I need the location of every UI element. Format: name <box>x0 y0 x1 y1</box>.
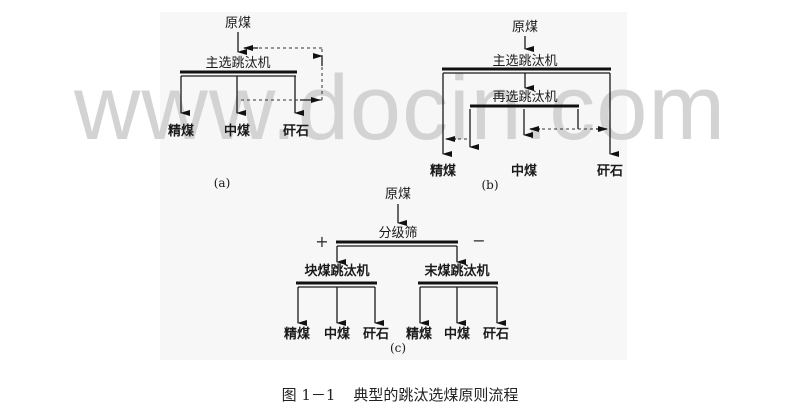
b-input-label: 原煤 <box>512 20 538 35</box>
c-input-label: 原煤 <box>385 187 411 202</box>
c-left-output-refuse: 矸石 <box>363 327 389 342</box>
c-plus-sign: + <box>315 232 328 251</box>
c-left-output-clean: 精煤 <box>284 326 310 342</box>
a-machine-label: 主选跳汰机 <box>205 56 270 71</box>
c-minus-sign: − <box>472 231 485 250</box>
c-left-output-middling: 中煤 <box>324 326 350 342</box>
a-output-clean: 精煤 <box>168 123 194 139</box>
b-secondary-machine-label: 再选跳汰机 <box>492 90 557 105</box>
c-right-output-refuse: 矸石 <box>483 327 509 342</box>
c-screen-label: 分级筛 <box>378 226 417 241</box>
b-sublabel: (b) <box>481 178 498 192</box>
c-right-output-middling: 中煤 <box>444 326 470 342</box>
c-left-machine-label: 块煤跳汰机 <box>304 263 369 279</box>
diagram-c: 原煤 分级筛 + − 块煤跳汰机 末煤跳汰机 精煤 中煤 矸石 精煤 中煤 矸石… <box>284 187 509 355</box>
c-right-machine-label: 末煤跳汰机 <box>423 263 489 279</box>
c-right-output-clean: 精煤 <box>406 326 432 342</box>
figure-caption: 图 1－1 典型的跳汰选煤原则流程 <box>0 384 800 405</box>
b-output-middling: 中煤 <box>511 163 537 179</box>
a-output-refuse: 矸石 <box>283 124 309 139</box>
caption-title: 典型的跳汰选煤原则流程 <box>353 386 519 404</box>
caption-number: 图 1－1 <box>281 386 336 404</box>
diagram-a: 原煤 主选跳汰机 精煤 中煤 矸石 (a) <box>168 16 323 190</box>
a-sublabel: (a) <box>214 176 231 190</box>
a-output-middling: 中煤 <box>224 123 250 139</box>
b-output-clean: 精煤 <box>430 163 456 179</box>
b-output-refuse: 矸石 <box>597 164 623 179</box>
b-machine-label: 主选跳汰机 <box>492 54 557 69</box>
a-input-label: 原煤 <box>225 16 251 31</box>
diagram-b: 原煤 主选跳汰机 再选跳汰机 精煤 中煤 矸石 (b) <box>430 20 623 192</box>
c-sublabel: (c) <box>390 341 406 355</box>
